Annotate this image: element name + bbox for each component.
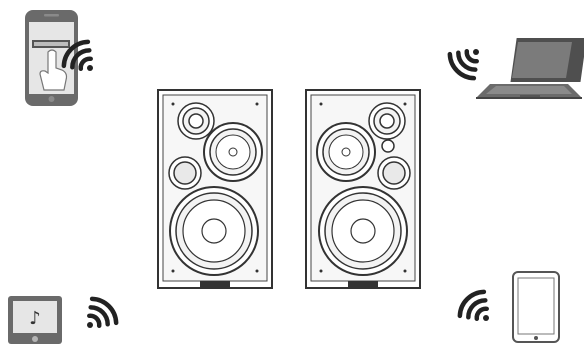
tweeter — [178, 103, 214, 139]
wireless-signal-icon — [76, 294, 121, 339]
music-player-icon: ♪ — [8, 296, 62, 344]
bass-port — [378, 157, 410, 189]
wireless-signal-icon — [445, 38, 490, 83]
svg-text:♪: ♪ — [29, 308, 41, 329]
tablet-icon — [513, 272, 559, 342]
woofer — [170, 187, 258, 275]
right-speaker — [306, 90, 420, 288]
bass-port — [169, 157, 201, 189]
laptop-icon — [476, 38, 584, 98]
midrange-driver — [204, 123, 262, 181]
smartphone-icon — [25, 10, 78, 106]
wireless-signal-icon — [455, 287, 500, 332]
tweeter — [369, 103, 405, 139]
left-speaker — [158, 90, 272, 288]
midrange-driver — [317, 123, 375, 181]
woofer — [319, 187, 407, 275]
